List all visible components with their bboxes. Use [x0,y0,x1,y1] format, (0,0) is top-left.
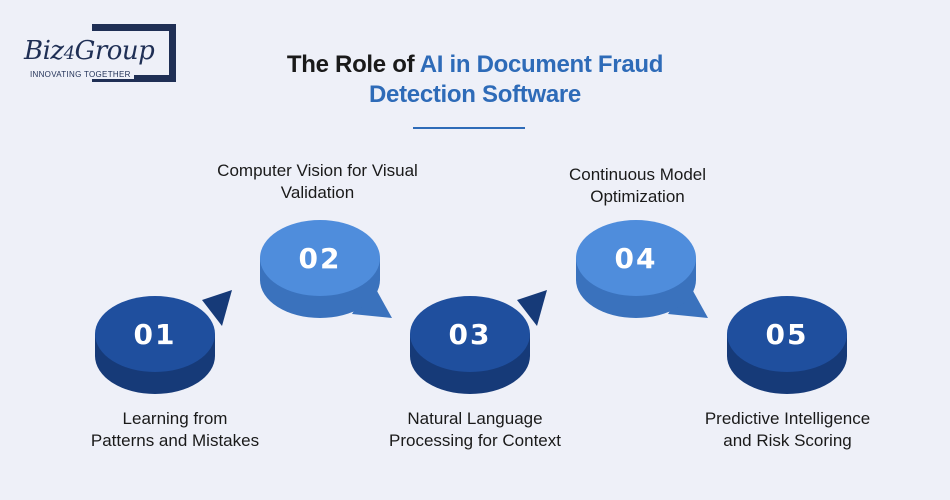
disc-top [727,296,847,372]
step-05-number: 05 [766,318,809,351]
logo-tagline: INNOVATING TOGETHER [30,70,134,79]
step-03-arrow-icon [517,290,547,326]
disc-top [260,220,380,296]
disc-top [410,296,530,372]
step-04-number: 04 [615,242,658,275]
brand-logo: Biz4Group INNOVATING TOGETHER [20,24,176,86]
page-title: The Role of AI in Document Fraud Detecti… [286,51,664,108]
step-01-disc: 01 [95,290,232,394]
step-04-disc: 04 [576,220,708,318]
step-01-number: 01 [134,318,177,351]
logo-wordmark: Biz4Group [24,36,157,66]
step-02-disc: 02 [260,220,392,318]
logo-frame [92,24,176,82]
step-03-disc: 03 [410,290,547,394]
step-04-arrow-icon [668,282,708,318]
step-02-number: 02 [299,242,342,275]
step-01-arrow-icon [202,290,232,326]
title-underline [413,127,525,129]
disc-top [95,296,215,372]
step-02-arrow-icon [352,282,392,318]
step-05-disc: 05 [727,296,847,394]
step-03-number: 03 [449,318,492,351]
disc-top [576,220,696,296]
